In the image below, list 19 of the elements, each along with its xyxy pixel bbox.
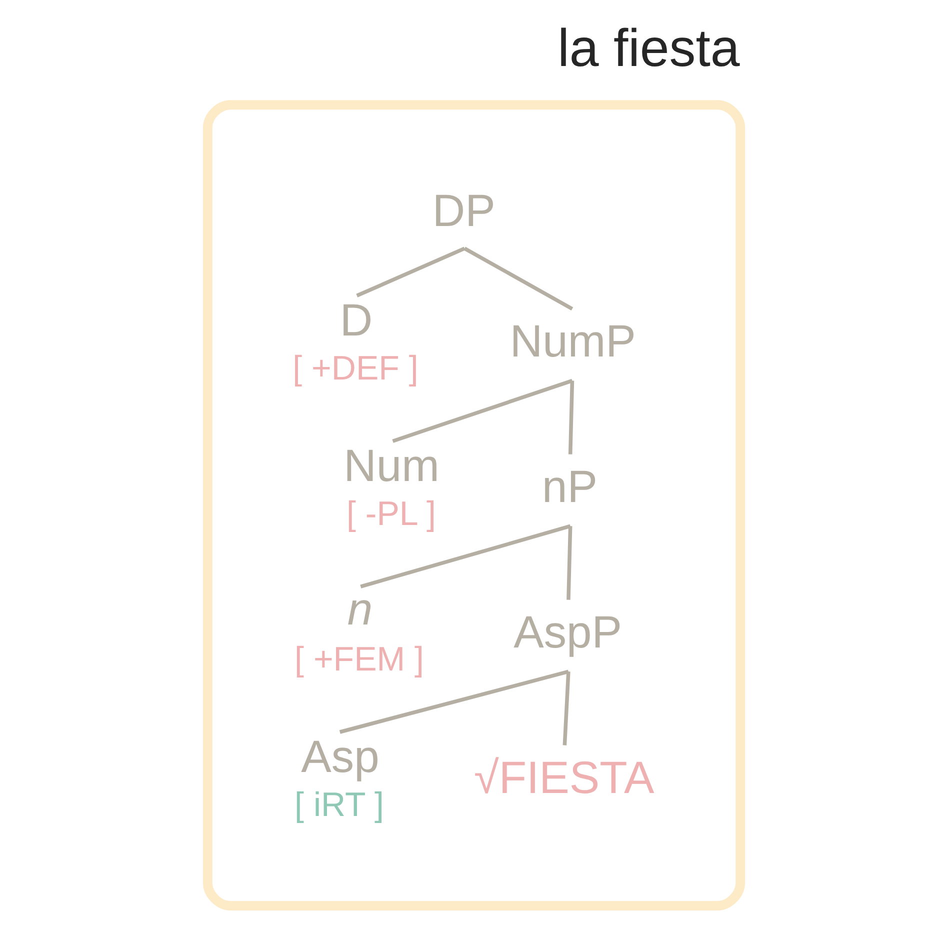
connector xyxy=(568,380,574,454)
cluster xyxy=(202,100,746,910)
node-text: √FIESTA xyxy=(474,752,654,803)
node-text: nP xyxy=(542,460,598,512)
node-text: AspP xyxy=(514,606,622,658)
connector xyxy=(356,246,466,298)
node-text: n [ +FEM ] xyxy=(294,584,424,678)
node-text: Num [ -PL ] xyxy=(344,440,440,533)
node-text: Asp [ iRT ] xyxy=(294,731,384,824)
connector xyxy=(464,246,574,311)
node-text: DP xyxy=(432,185,496,236)
connector xyxy=(360,524,571,588)
connector xyxy=(392,378,573,443)
diagram-title: la fiesta xyxy=(558,18,740,78)
connector xyxy=(562,671,570,746)
connector xyxy=(566,526,572,600)
connector xyxy=(339,670,569,734)
node-text: D [ +DEF ] xyxy=(292,294,418,388)
node-text: NumP xyxy=(510,315,636,366)
